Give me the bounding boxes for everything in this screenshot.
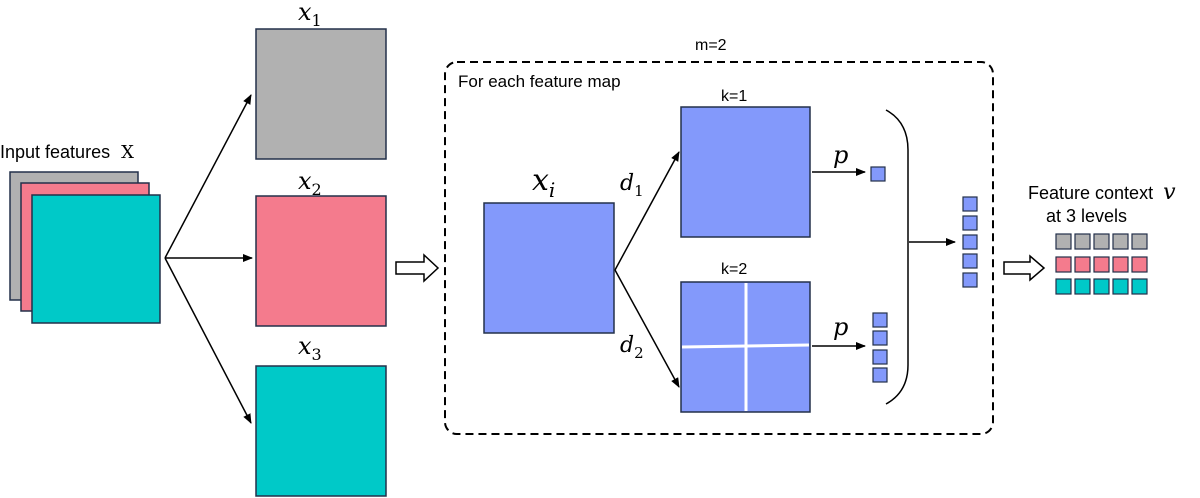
- p-bottom-label: p: [833, 313, 848, 341]
- x3-label: x3: [298, 332, 322, 364]
- pooled-cell: [872, 349, 888, 365]
- input-features-label: Input features X: [0, 142, 134, 163]
- context-cell: [1074, 278, 1091, 295]
- feature-map-x3: [255, 365, 387, 497]
- context-cell: [1074, 233, 1091, 250]
- pooled-cell: [872, 367, 888, 383]
- arrow-to-k1: [614, 151, 680, 271]
- context-cell: [1074, 256, 1091, 273]
- context-cell: [1093, 278, 1110, 295]
- context-cell: [1112, 278, 1129, 295]
- context-cell: [1112, 233, 1129, 250]
- split-arrows: [164, 94, 253, 424]
- arrow-to-x3: [164, 257, 252, 424]
- concatenated-vector: [962, 196, 978, 288]
- k2-grid-horizontal: [681, 343, 810, 349]
- pooled-map-k2: [680, 281, 811, 413]
- context-cell: [1131, 256, 1148, 273]
- m-label: m=2: [695, 37, 727, 54]
- concat-cell: [962, 215, 978, 231]
- xi-label: xi: [532, 163, 555, 202]
- context-row-gray: [1055, 233, 1148, 250]
- context-cell: [1093, 256, 1110, 273]
- d2-label: d2: [620, 333, 644, 362]
- context-cell: [1131, 278, 1148, 295]
- arrow-to-k2: [614, 269, 680, 388]
- concat-cell: [962, 272, 978, 288]
- context-cell: [1055, 256, 1072, 273]
- per-feature-map-box: [444, 61, 994, 435]
- context-cell: [1131, 233, 1148, 250]
- feature-context-label: Feature context v: [1028, 180, 1176, 205]
- context-row-teal: [1055, 278, 1148, 295]
- concat-cell: [962, 234, 978, 250]
- for-each-label: For each feature map: [458, 72, 621, 91]
- hollow-arrow-left: [395, 253, 440, 283]
- pooled-vector-k1: [870, 166, 886, 182]
- x2-label: x2: [298, 167, 322, 199]
- context-row-pink: [1055, 256, 1148, 273]
- context-cell: [1112, 256, 1129, 273]
- context-cell: [1093, 233, 1110, 250]
- concat-bracket: [885, 109, 909, 405]
- concat-cell: [962, 253, 978, 269]
- k1-label: k=1: [721, 88, 747, 105]
- feature-map-xi: [483, 202, 615, 334]
- feature-map-x2: [255, 195, 387, 327]
- k2-label: k=2: [721, 261, 747, 278]
- feature-context-grid: [1055, 233, 1148, 295]
- pooled-cell: [872, 330, 888, 346]
- concat-cell: [962, 196, 978, 212]
- p-top-label: p: [833, 141, 848, 169]
- hollow-arrow-right: [1003, 254, 1046, 282]
- pooled-vector-k2: [872, 312, 888, 383]
- pooled-map-k1: [680, 106, 811, 238]
- feature-map-x1: [255, 28, 387, 160]
- context-cell: [1055, 278, 1072, 295]
- pooled-cell: [872, 312, 888, 328]
- input-feature-stack: [9, 171, 161, 324]
- context-cell: [1055, 233, 1072, 250]
- input-layer-teal: [31, 194, 161, 324]
- d1-label: d1: [620, 171, 644, 200]
- arrow-to-x1: [164, 94, 252, 259]
- x1-label: x1: [298, 0, 322, 30]
- levels-label: at 3 levels: [1046, 206, 1127, 226]
